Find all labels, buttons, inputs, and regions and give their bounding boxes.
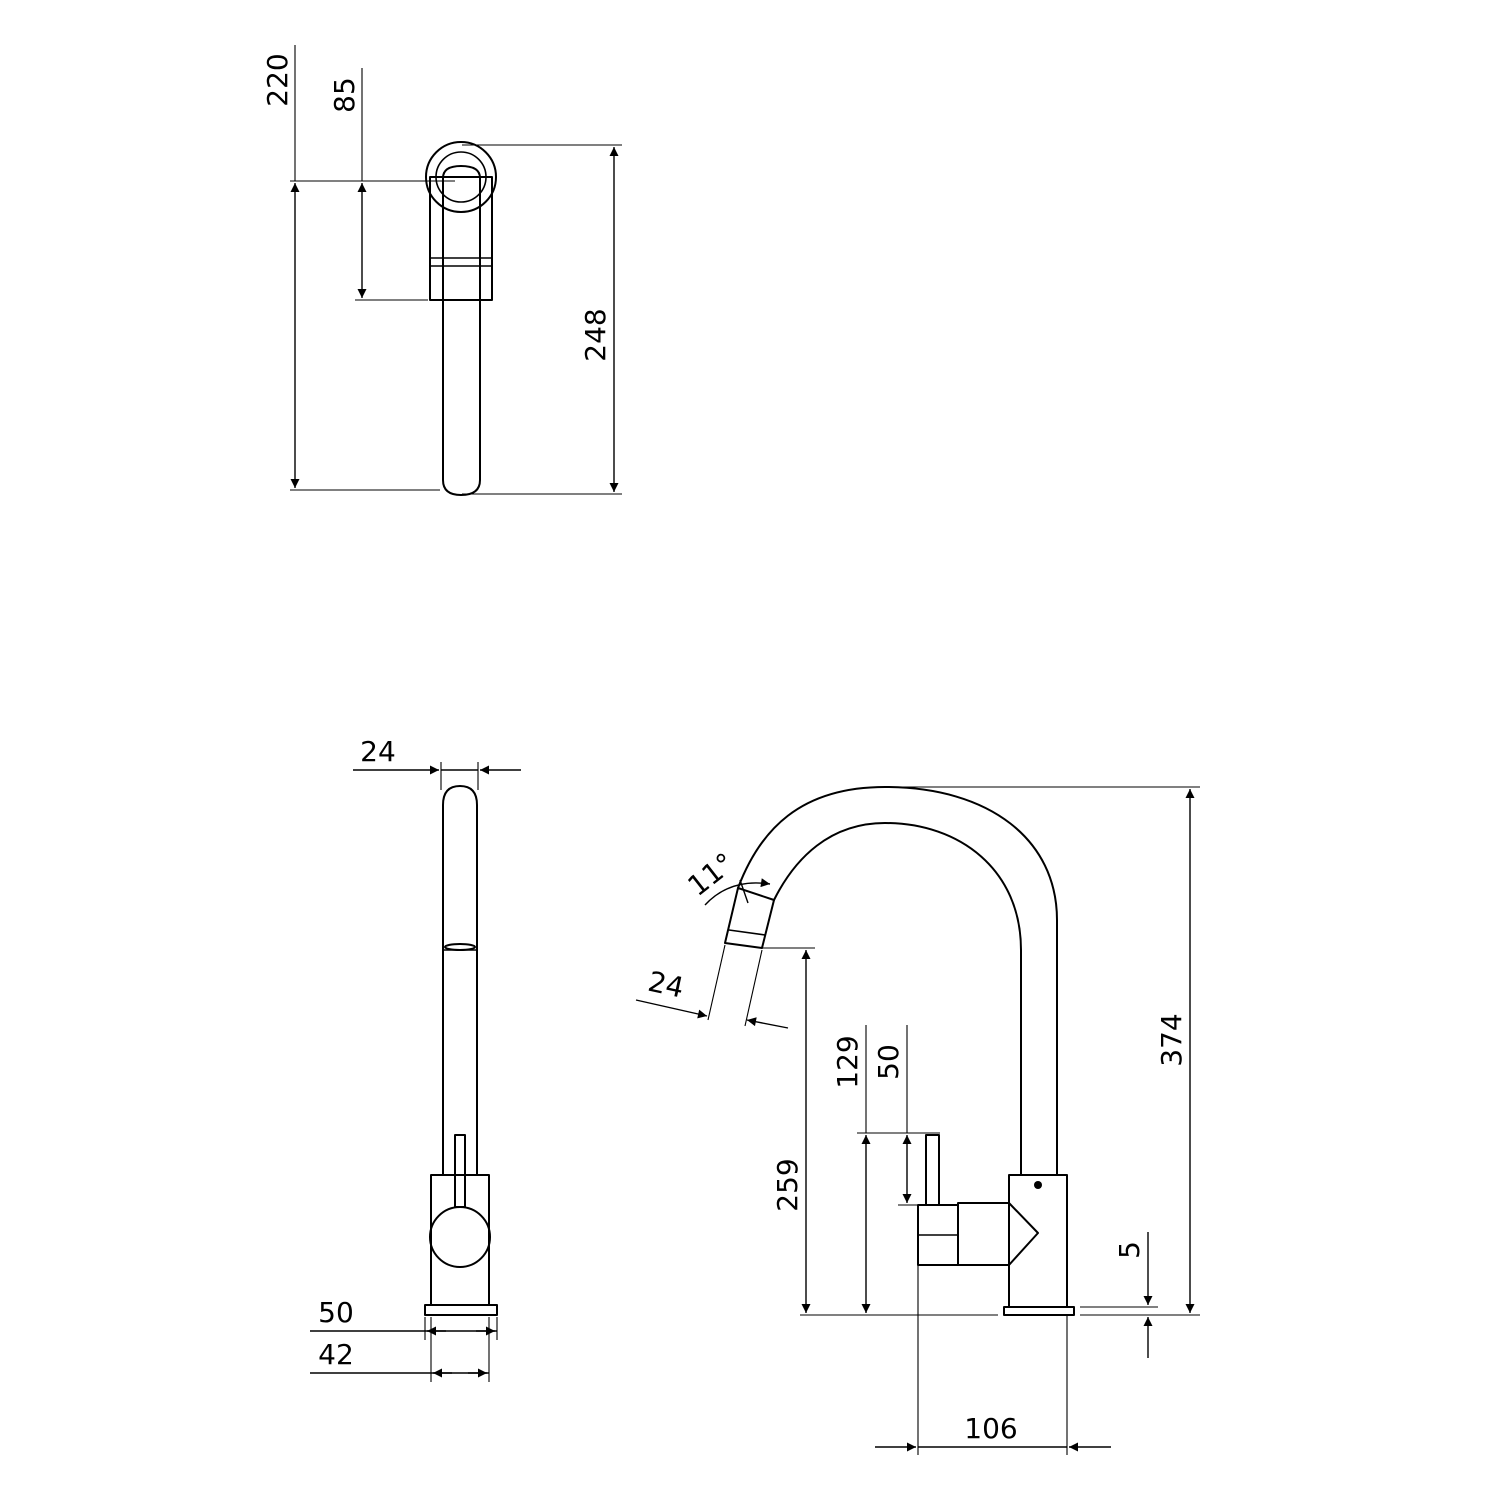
top-view: 220 85 248 xyxy=(261,45,622,496)
dimension-11-degree: 11° xyxy=(681,846,771,906)
front-view-faucet-outline xyxy=(424,785,498,1316)
dimension-220: 220 xyxy=(261,53,300,488)
front-view: 24 50 42 xyxy=(310,735,521,1382)
dimension-106-label: 106 xyxy=(964,1412,1017,1445)
dimension-259-label: 259 xyxy=(771,1158,804,1211)
top-view-faucet-outline xyxy=(425,141,497,496)
dimension-374-label: 374 xyxy=(1155,1013,1188,1066)
dimension-374: 374 xyxy=(1155,789,1195,1313)
dimension-24-front: 24 xyxy=(353,735,521,775)
dimension-42-front-label: 42 xyxy=(318,1338,354,1371)
dimension-5-label: 5 xyxy=(1113,1241,1146,1259)
dimension-220-label: 220 xyxy=(261,53,294,106)
dimension-42-front: 42 xyxy=(310,1338,489,1378)
dimension-50-side-label: 50 xyxy=(872,1044,905,1080)
dimension-85-label: 85 xyxy=(328,77,361,113)
dimension-248: 248 xyxy=(579,147,619,492)
dimension-85: 85 xyxy=(328,77,367,298)
dimension-129: 129 xyxy=(831,1035,871,1313)
dimension-50-front: 50 xyxy=(310,1296,497,1336)
dimension-24-side-label: 24 xyxy=(645,965,687,1005)
dimension-5: 5 xyxy=(1113,1232,1153,1358)
side-view: 11° 24 374 259 129 50 xyxy=(635,786,1200,1455)
dimension-106: 106 xyxy=(875,1412,1111,1452)
dimension-50-side: 50 xyxy=(872,1044,912,1203)
dimension-248-label: 248 xyxy=(579,308,612,361)
dimension-24-side: 24 xyxy=(635,965,789,1029)
dimension-129-label: 129 xyxy=(831,1035,864,1088)
dimension-259: 259 xyxy=(771,950,811,1313)
dimension-24-front-label: 24 xyxy=(360,735,396,768)
dimension-50-front-label: 50 xyxy=(318,1296,354,1329)
dimension-11-degree-label: 11° xyxy=(681,846,740,903)
